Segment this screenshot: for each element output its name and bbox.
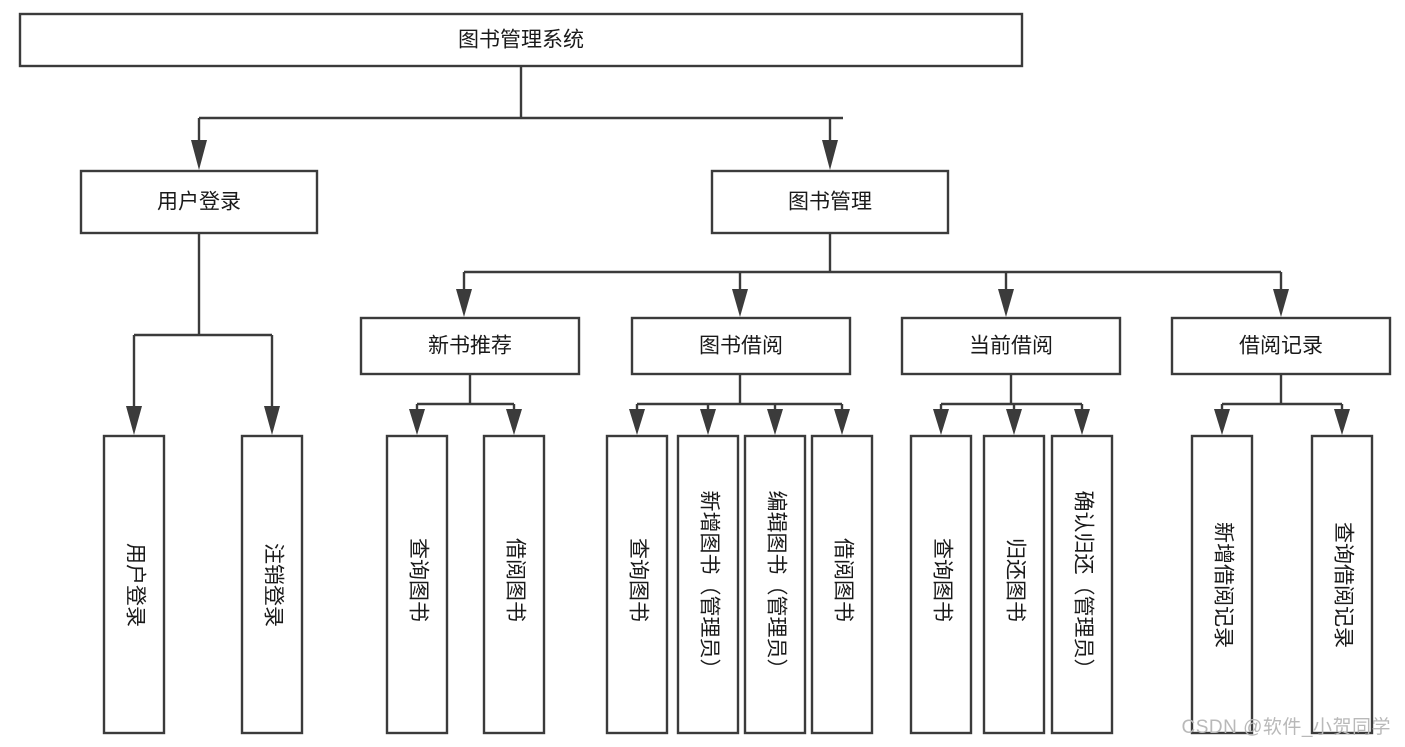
node-root-label: 图书管理系统 xyxy=(458,29,584,52)
node-leaf-borrow-query-book-box[interactable] xyxy=(605,434,669,735)
node-leaf-current-confirm-return-label: 确认归还（管理员） xyxy=(1071,491,1094,680)
node-leaf-user-login[interactable]: 用户登录 xyxy=(102,434,166,735)
node-leaf-current-confirm-return-box[interactable] xyxy=(1050,434,1114,735)
node-leaf-borrow-borrow-book[interactable]: 借阅图书 xyxy=(810,434,874,735)
node-leaf-user-logout[interactable]: 注销登录 xyxy=(240,434,304,735)
connector-group-book-borrow xyxy=(629,374,850,435)
node-current-borrow-box[interactable] xyxy=(900,316,1122,376)
node-borrow-record-box[interactable] xyxy=(1170,316,1392,376)
arrow-head-leaf-current-return-book xyxy=(1006,409,1022,435)
node-leaf-borrow-add-book[interactable]: 新增图书（管理员） xyxy=(676,434,740,735)
node-current-borrow[interactable]: 当前借阅 xyxy=(900,316,1122,376)
node-leaf-borrow-edit-book-box[interactable] xyxy=(743,434,807,735)
node-leaf-current-confirm-return[interactable]: 确认归还（管理员） xyxy=(1050,434,1114,735)
node-leaf-current-query-book-label: 查询图书 xyxy=(930,538,953,622)
arrow-head-leaf-current-query-book xyxy=(933,409,949,435)
node-leaf-current-return-book-label: 归还图书 xyxy=(1003,538,1026,622)
node-current-borrow-label: 当前借阅 xyxy=(969,335,1053,358)
node-leaf-record-query[interactable]: 查询借阅记录 xyxy=(1310,434,1374,735)
node-leaf-rec-borrow-book-box[interactable] xyxy=(482,434,546,735)
node-leaf-record-add-label: 新增借阅记录 xyxy=(1211,522,1234,648)
node-leaf-user-login-label: 用户登录 xyxy=(123,543,146,627)
node-leaf-record-add-box[interactable] xyxy=(1190,434,1254,735)
arrow-head-leaf-borrow-add-book xyxy=(700,409,716,435)
node-leaf-borrow-query-book[interactable]: 查询图书 xyxy=(605,434,669,735)
node-leaf-user-logout-box[interactable] xyxy=(240,434,304,735)
node-leaf-rec-query-book-box[interactable] xyxy=(385,434,449,735)
node-leaf-record-add[interactable]: 新增借阅记录 xyxy=(1190,434,1254,735)
arrow-head-current-borrow xyxy=(998,289,1014,317)
node-book-manage[interactable]: 图书管理 xyxy=(710,169,950,235)
node-leaf-record-query-box[interactable] xyxy=(1310,434,1374,735)
node-root-box[interactable] xyxy=(18,12,1024,68)
connector-group-borrow-record xyxy=(1214,374,1350,435)
arrow-head-leaf-borrow-query-book xyxy=(629,409,645,435)
node-leaf-borrow-edit-book-label: 编辑图书（管理员） xyxy=(764,491,787,680)
connector-group-book-manage xyxy=(456,233,1289,317)
node-leaf-borrow-borrow-book-label: 借阅图书 xyxy=(831,538,854,622)
connector-group-root xyxy=(191,66,843,170)
node-book-borrow-box[interactable] xyxy=(630,316,852,376)
node-leaf-rec-query-book[interactable]: 查询图书 xyxy=(385,434,449,735)
node-user-login[interactable]: 用户登录 xyxy=(79,169,319,235)
node-new-book-rec[interactable]: 新书推荐 xyxy=(359,316,581,376)
node-leaf-current-query-book-box[interactable] xyxy=(909,434,973,735)
arrow-head-leaf-rec-query-book xyxy=(409,409,425,435)
node-book-borrow-label: 图书借阅 xyxy=(699,335,783,358)
node-leaf-borrow-borrow-book-box[interactable] xyxy=(810,434,874,735)
node-leaf-record-query-label: 查询借阅记录 xyxy=(1331,522,1354,648)
arrow-head-book-manage xyxy=(822,140,838,170)
arrow-head-leaf-record-query xyxy=(1334,409,1350,435)
arrow-head-leaf-rec-borrow-book xyxy=(506,409,522,435)
node-book-borrow[interactable]: 图书借阅 xyxy=(630,316,852,376)
node-book-manage-label: 图书管理 xyxy=(788,191,872,214)
node-borrow-record[interactable]: 借阅记录 xyxy=(1170,316,1392,376)
arrow-head-book-borrow xyxy=(732,289,748,317)
node-borrow-record-label: 借阅记录 xyxy=(1239,335,1323,358)
node-leaf-borrow-add-book-box[interactable] xyxy=(676,434,740,735)
node-new-book-rec-box[interactable] xyxy=(359,316,581,376)
arrow-head-new-book-rec xyxy=(456,289,472,317)
connector-group-current-borrow xyxy=(933,374,1090,435)
node-user-login-label: 用户登录 xyxy=(157,191,241,214)
node-leaf-borrow-query-book-label: 查询图书 xyxy=(626,538,649,622)
node-leaf-current-return-book-box[interactable] xyxy=(982,434,1046,735)
node-leaf-current-return-book[interactable]: 归还图书 xyxy=(982,434,1046,735)
node-leaf-user-login-box[interactable] xyxy=(102,434,166,735)
connector-group-new-book-rec xyxy=(409,374,522,435)
node-leaf-borrow-edit-book[interactable]: 编辑图书（管理员） xyxy=(743,434,807,735)
node-leaf-rec-borrow-book-label: 借阅图书 xyxy=(503,538,526,622)
arrow-head-leaf-user-logout xyxy=(264,406,280,435)
node-leaf-borrow-add-book-label: 新增图书（管理员） xyxy=(697,491,720,680)
watermark-text: CSDN @软件_小贺同学 xyxy=(1181,717,1391,738)
node-leaf-rec-borrow-book[interactable]: 借阅图书 xyxy=(482,434,546,735)
arrow-head-leaf-borrow-borrow-book xyxy=(834,409,850,435)
node-book-manage-box[interactable] xyxy=(710,169,950,235)
arrow-head-user-login xyxy=(191,140,207,170)
node-root[interactable]: 图书管理系统 xyxy=(18,12,1024,68)
node-new-book-rec-label: 新书推荐 xyxy=(428,335,512,358)
connector-group-user-login xyxy=(126,233,280,435)
arrow-head-leaf-current-confirm-return xyxy=(1074,409,1090,435)
arrow-head-leaf-borrow-edit-book xyxy=(767,409,783,435)
node-user-login-box[interactable] xyxy=(79,169,319,235)
arrow-head-leaf-record-add xyxy=(1214,409,1230,435)
node-leaf-rec-query-book-label: 查询图书 xyxy=(406,538,429,622)
arrow-head-leaf-user-login xyxy=(126,406,142,435)
node-leaf-current-query-book[interactable]: 查询图书 xyxy=(909,434,973,735)
arrow-head-borrow-record xyxy=(1273,289,1289,317)
node-leaf-user-logout-label: 注销登录 xyxy=(261,543,284,627)
